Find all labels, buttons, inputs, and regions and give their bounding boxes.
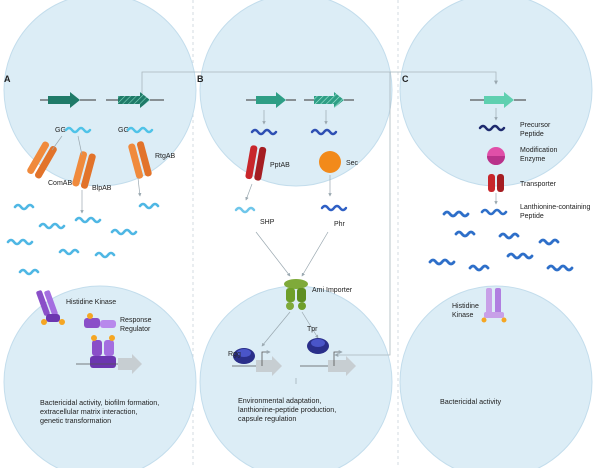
lan-peptide-7 [546,264,574,272]
lantibiotic-transporter [488,174,504,192]
regulator-dimer-dna [76,335,142,374]
peptide-ext-7 [94,251,116,259]
outcome-b-line-1: Environmental adaptation, [238,396,322,405]
kinase-c-label-1: Histidine [452,303,479,310]
modification-enzyme [487,147,505,165]
peptide-ext-3 [18,268,40,276]
gene-arrow-lantibiotic [470,92,526,108]
response-regulator-label-2: Regulator [120,326,151,333]
peptide-ext-5 [58,248,80,256]
lan-peptide-5 [506,252,534,260]
extracellular-peptides-a [6,202,160,276]
arrow-a2 [77,135,83,156]
rgg-regulator [232,348,282,376]
lan-peptide-8 [498,232,520,240]
shp-label: SHP [260,219,275,226]
arrow-b7 [261,311,291,347]
rtgab-transporter [128,141,152,179]
rgg-label: Rgg [228,351,241,358]
peptide-b1 [250,128,278,136]
response-regulator-label-1: Response [120,317,152,324]
pptab-label: PptAB [270,162,290,169]
peptide-ext-9 [138,202,160,210]
pptab-transporter [245,145,267,181]
peptide-ext-2 [6,238,34,246]
kinase-c-label-2: Kinase [452,312,474,319]
outcome-a-line-3: genetic transformation [40,416,111,425]
panel-a-letter: A [4,74,11,84]
gene-arrow-pptab [246,92,296,108]
arrow-b3 [245,183,253,201]
peptide-a2 [126,126,154,134]
lanthionine-peptide-legend [480,208,508,216]
gg-label-right: GG [118,127,129,134]
peptide-ext-6 [74,216,102,224]
blpab-label: BlpAB [92,185,112,192]
sec-translocon [319,151,341,173]
ami-importer-label: Ami Importer [312,287,353,294]
cell-c-bottom [399,285,593,468]
outcome-c: Bactericidal activity [440,397,502,406]
panel-b-letter: B [197,74,204,84]
arrow-b8 [301,311,319,339]
ami-importer [284,279,308,310]
peptide-ext-4 [38,222,66,230]
precursor-peptide [478,124,506,132]
shp-peptide [234,206,256,214]
gene-arrow-comab [40,92,96,108]
feedback-loop-c [390,71,498,85]
outcome-b-line-3: capsule regulation [238,414,296,423]
transporter-label: Transporter [520,181,557,188]
cell-c-top [399,0,593,187]
panel-c-letter: C [402,74,409,84]
comab-label: ComAB [48,180,72,187]
gene-arrow-phr [304,92,354,108]
peptide-a1 [64,126,92,134]
lan-peptide-2 [454,230,476,238]
precursor-label-1: Precursor [520,122,551,129]
lanthionine-label-1: Lanthionine-containing [520,204,591,211]
phr-label: Phr [334,221,346,228]
arrow-a1 [51,135,63,151]
histidine-kinase-a [36,290,65,325]
phr-peptide [320,204,348,212]
arrow-a4 [137,177,142,197]
peptide-ext-1 [13,203,35,211]
lan-peptide-4 [468,264,490,272]
precursor-label-2: Peptide [520,131,544,138]
histidine-kinase-c [481,288,507,323]
comab-transporter [27,141,57,179]
sec-label: Sec [346,160,359,167]
peptide-b2 [310,128,338,136]
outcome-a-line-1: Bactericidal activity, biofilm formation… [40,398,159,407]
lanthionine-label-2: Peptide [520,213,544,220]
cell-a-bottom [3,285,197,468]
gene-arrow-rtgab [106,92,164,108]
cell-b-bottom [199,285,393,468]
gg-label-left: GG [55,127,66,134]
blpab-transporter [72,151,96,189]
tpr-regulator [300,338,356,376]
response-regulator [84,313,116,328]
peptide-ext-8 [110,228,138,236]
tpr-label: Tpr [307,326,318,333]
lan-peptide-3 [428,258,456,266]
enzyme-label-1: Modification [520,147,557,154]
cell-b-top [199,0,393,187]
extracellular-peptides-c [428,210,574,272]
rtgab-label: RtgAB [155,153,176,160]
lan-peptide-1 [442,210,470,218]
arrow-b6 [301,231,329,277]
outcome-a-line-2: extracellular matrix interaction, [40,407,137,416]
arrow-b5 [255,231,291,277]
outcome-b-line-2: lanthionine-peptide production, [238,405,336,414]
lan-peptide-6 [538,238,560,246]
histidine-kinase-label: Histidine Kinase [66,299,116,306]
enzyme-label-2: Enzyme [520,156,545,163]
cell-a-top [3,0,197,187]
